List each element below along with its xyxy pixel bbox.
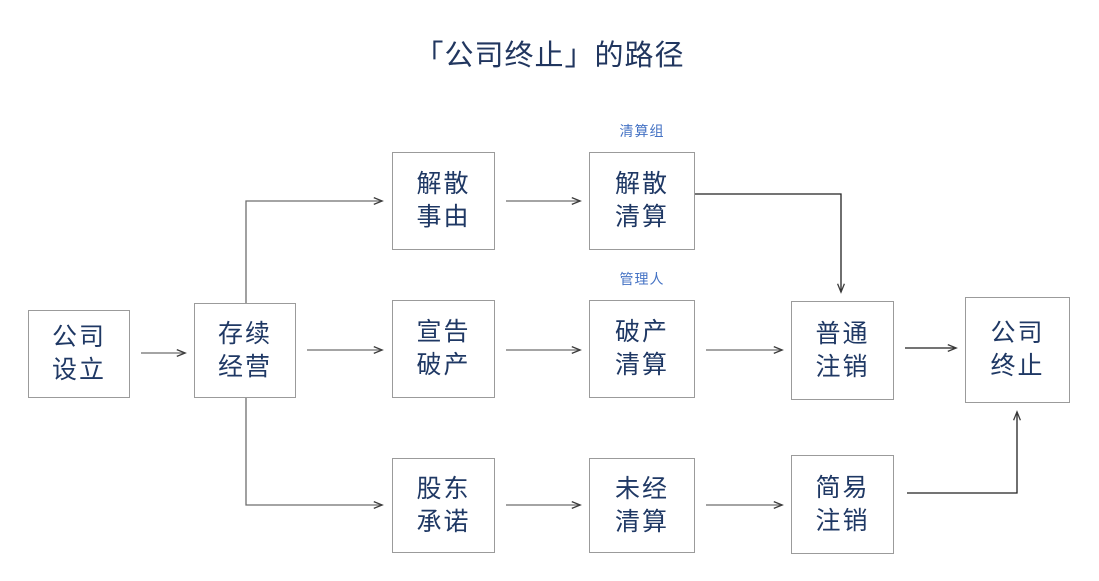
connector-dissolution-liq-to-normal-dereg [695, 193, 846, 294]
node-bankruptcy-liquidation[interactable]: 破产 清算 [589, 300, 695, 398]
node-label-line1: 简易 [815, 473, 870, 502]
connector-operation-branch-trunk [245, 196, 384, 303]
node-continued-operation[interactable]: 存续 经营 [194, 303, 296, 398]
node-company-termination[interactable]: 公司 终止 [965, 297, 1070, 403]
edge-label-administrator: 管理人 [619, 271, 665, 287]
node-label-line2: 破产 [416, 351, 471, 379]
page-title: 「公司终止」的路径 [414, 40, 685, 72]
node-label-line1: 普通 [815, 319, 870, 348]
node-label-line2: 清算 [614, 507, 669, 536]
node-label-line1: 未经 [614, 474, 669, 503]
node-label-line2: 终止 [990, 352, 1045, 380]
node-dissolution-liquidation[interactable]: 解散 清算 [589, 152, 695, 250]
node-label-line1: 解散 [614, 170, 669, 198]
node-simplified-deregistration[interactable]: 简易 注销 [791, 455, 894, 554]
node-label-line2: 设立 [51, 356, 106, 384]
node-label-line1: 破产 [614, 318, 669, 346]
edge-label-liquidation-group: 清算组 [619, 123, 665, 139]
node-label-line2: 清算 [614, 351, 669, 379]
node-dissolution-reason[interactable]: 解散 事由 [392, 152, 495, 250]
node-label-line2: 事由 [416, 203, 471, 231]
node-label-line1: 存续 [217, 319, 272, 348]
node-shareholder-commitment[interactable]: 股东 承诺 [392, 458, 495, 553]
node-normal-deregistration[interactable]: 普通 注销 [791, 301, 894, 400]
connector-operation-branch-trunk-down [245, 398, 384, 510]
node-label-line1: 宣告 [416, 318, 471, 346]
node-company-establishment[interactable]: 公司 设立 [28, 310, 130, 398]
node-label-line2: 清算 [614, 203, 669, 231]
node-declare-bankruptcy[interactable]: 宣告 破产 [392, 300, 495, 398]
node-without-liquidation[interactable]: 未经 清算 [589, 458, 695, 553]
node-label-line1: 公司 [51, 323, 106, 351]
node-label-line1: 股东 [416, 474, 471, 503]
node-label-line2: 注销 [815, 506, 870, 535]
node-label-line1: 公司 [990, 319, 1045, 347]
node-label-line1: 解散 [416, 170, 471, 198]
node-label-line2: 经营 [217, 352, 272, 381]
node-label-line2: 注销 [815, 352, 870, 381]
node-label-line2: 承诺 [416, 507, 471, 536]
connector-simplified-dereg-to-termination [907, 410, 1022, 494]
